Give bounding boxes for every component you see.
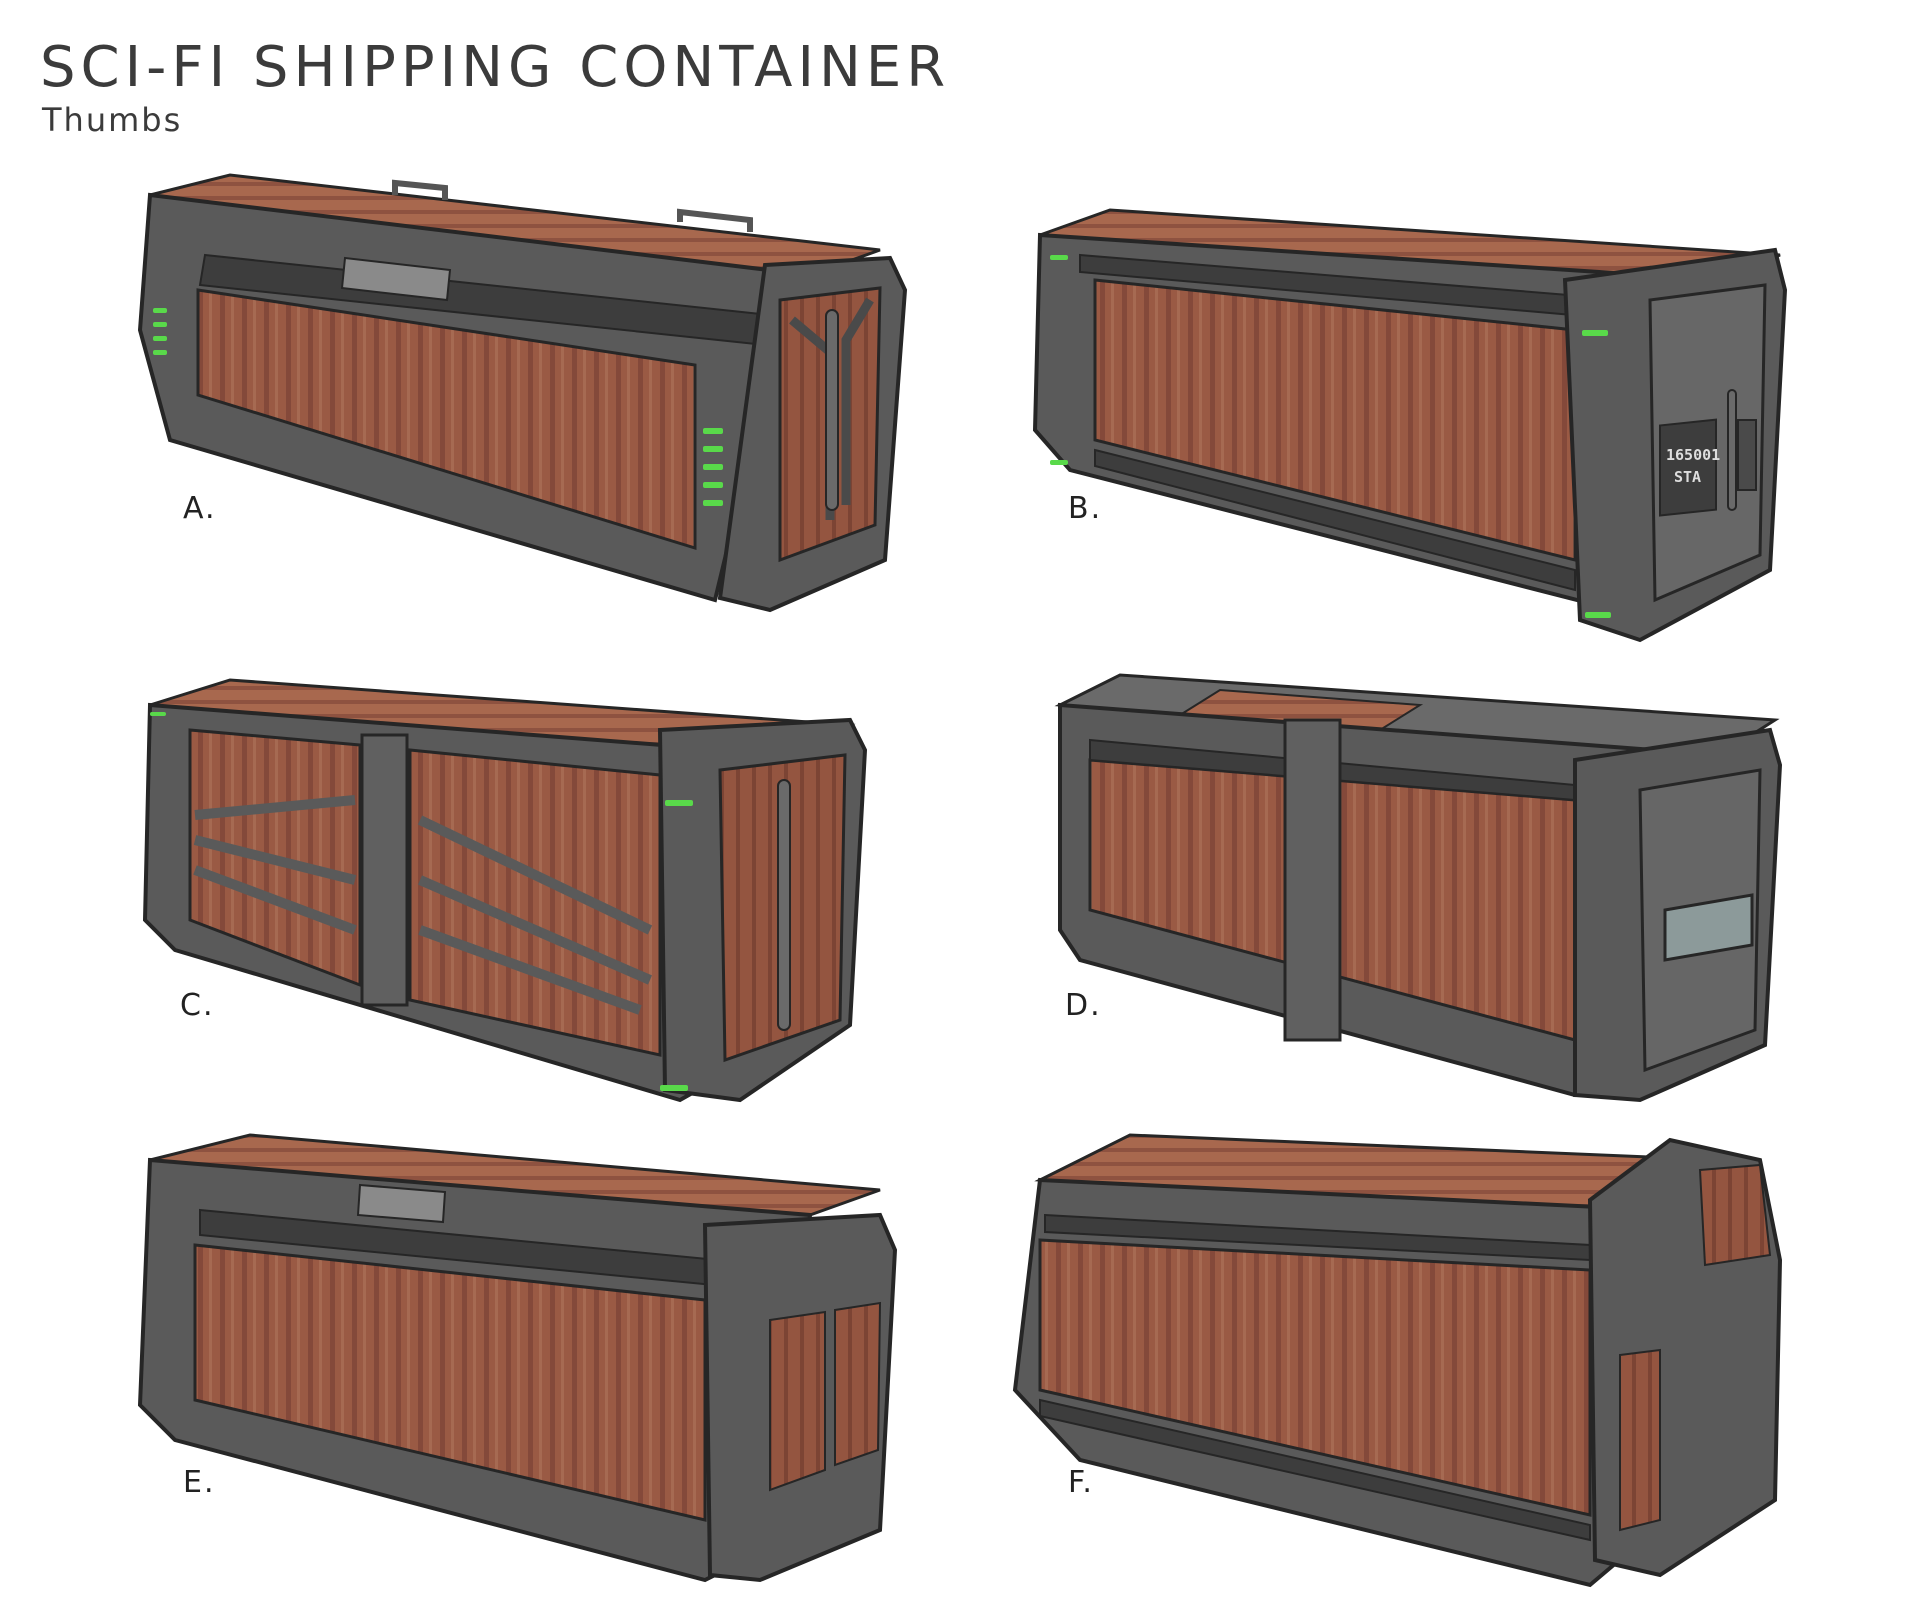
id-plate-code: STA — [1674, 468, 1701, 486]
id-plate — [1659, 418, 1717, 517]
side-panel — [193, 1243, 707, 1522]
container-thumb-c: C. — [142, 678, 868, 1103]
side-panel — [1093, 278, 1577, 562]
page-subtitle: Thumbs — [42, 101, 183, 139]
thumb-label: B. — [1068, 491, 1102, 526]
container-thumb-e: E. — [137, 1133, 898, 1583]
diagonal-braces — [193, 795, 653, 1015]
top-handle[interactable] — [392, 179, 448, 200]
indicator-lights — [1050, 255, 1611, 618]
id-plate-number: 165001 — [1666, 446, 1720, 464]
door-window — [1663, 893, 1754, 962]
top-window — [356, 1183, 447, 1224]
indicator-lights — [153, 308, 723, 506]
end-side-panel — [1619, 1348, 1661, 1532]
thumb-label: A. — [183, 491, 217, 526]
container-thumb-b: 165001 STA B. — [1032, 208, 1788, 643]
truss-strip-bottom — [1094, 448, 1576, 592]
center-band[interactable] — [1283, 718, 1342, 1042]
container-thumb-d: D. — [1054, 673, 1783, 1103]
truss-strip-bottom — [1039, 1398, 1591, 1542]
center-band — [360, 733, 409, 1007]
keypad[interactable] — [1737, 419, 1757, 491]
top-handle[interactable] — [677, 208, 753, 232]
container-thumb-f: F. — [1012, 1133, 1783, 1588]
end-top-panel — [1698, 1163, 1772, 1267]
door-handle[interactable] — [1727, 389, 1737, 511]
end-door-left — [769, 1310, 826, 1492]
door-handle[interactable] — [777, 779, 791, 1031]
door-handle[interactable] — [825, 309, 839, 511]
container-thumb-a: A. — [137, 173, 908, 613]
thumb-label: D. — [1065, 988, 1102, 1023]
side-panel — [196, 288, 697, 551]
top-window — [340, 256, 452, 302]
indicator-lights — [150, 712, 693, 1091]
end-door-right — [834, 1301, 882, 1467]
thumb-label: F. — [1068, 1465, 1094, 1500]
side-panel-right — [408, 748, 662, 1057]
thumb-label: E. — [183, 1465, 216, 1500]
page-title: SCI-FI SHIPPING CONTAINER — [40, 35, 951, 100]
side-panel — [1038, 1238, 1592, 1517]
thumb-label: C. — [180, 988, 214, 1023]
